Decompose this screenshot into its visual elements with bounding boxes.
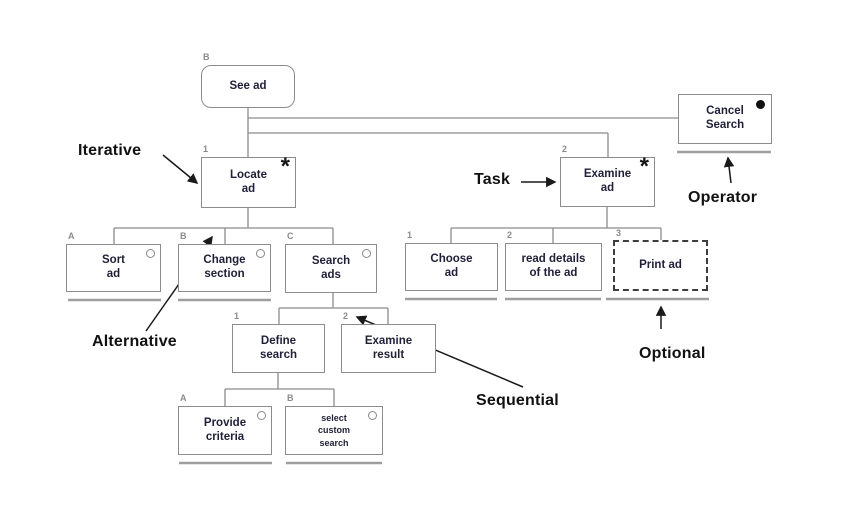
node-label: Choose ad: [430, 253, 473, 279]
node-tag: B: [180, 231, 187, 241]
node-print-ad: 3 Print ad: [613, 229, 708, 291]
tree-connectors: [113, 108, 678, 406]
choice-ring-icon: [256, 249, 265, 258]
node-search-ads: C Search ads: [285, 232, 377, 293]
choice-ring-icon: [146, 249, 155, 258]
node-choose-ad: 1 Choose ad: [405, 231, 498, 291]
node-label: Print ad: [639, 258, 682, 271]
leaf-underlines: [68, 150, 771, 465]
annotation-iterative: Iterative: [78, 142, 142, 159]
node-tag: 1: [203, 144, 209, 154]
node-locate-ad: 1 Locate ad *: [201, 145, 296, 208]
node-change-section: B Change section: [178, 232, 271, 292]
node-provide-criteria: A Provide criteria: [178, 394, 272, 455]
node-label: Sort ad: [102, 254, 125, 280]
iterative-asterisk-icon: *: [280, 153, 290, 180]
node-label: read details of the ad: [521, 253, 586, 279]
node-tag: 2: [562, 144, 568, 154]
annotation-sequential: Sequential: [476, 392, 559, 409]
node-tag: A: [68, 231, 75, 241]
annotation-alternative: Alternative: [92, 333, 177, 350]
node-label: Examine result: [364, 334, 413, 361]
node-tag: 2: [507, 230, 513, 240]
iterative-arrow-icon: [162, 154, 199, 185]
node-read-details: 2 read details of the ad: [505, 231, 602, 291]
node-see-ad: B See ad: [201, 53, 295, 108]
choice-ring-icon: [257, 411, 266, 420]
node-label: Cancel Search: [705, 105, 745, 131]
node-tag: A: [180, 393, 187, 403]
node-define-search: 1 Define search: [232, 312, 325, 373]
node-label: Examine ad: [583, 168, 632, 194]
node-tag: 2: [343, 311, 349, 321]
node-tag: 1: [407, 230, 413, 240]
node-examine-result: 2 Examine result: [341, 312, 436, 373]
node-tag: 1: [234, 311, 240, 321]
choice-ring-icon: [362, 249, 371, 258]
node-label: select custom search: [317, 413, 350, 448]
annotation-optional: Optional: [639, 345, 706, 362]
node-label: Provide criteria: [203, 416, 247, 443]
node-label: See ad: [229, 79, 267, 92]
operator-dot-icon: [756, 100, 765, 109]
node-examine-ad: 2 Examine ad *: [560, 145, 655, 207]
node-tag: B: [203, 52, 210, 62]
annotation-operator: Operator: [688, 189, 758, 206]
operator-arrow-icon: [723, 156, 735, 184]
iterative-asterisk-icon: *: [639, 153, 649, 180]
node-label: Search ads: [311, 254, 351, 281]
node-label: Define search: [259, 334, 298, 361]
node-tag: C: [287, 231, 294, 241]
node-sort-ad: A Sort ad: [66, 232, 161, 292]
node-label: Locate ad: [229, 168, 268, 195]
node-tag: 3: [616, 228, 622, 238]
node-tag: B: [287, 393, 294, 403]
annotation-task: Task: [474, 171, 511, 188]
node-select-custom-search: B select custom search: [285, 394, 383, 455]
node-label: Change section: [203, 254, 246, 280]
choice-ring-icon: [368, 411, 377, 420]
node-cancel-search: Cancel Search: [678, 94, 772, 144]
